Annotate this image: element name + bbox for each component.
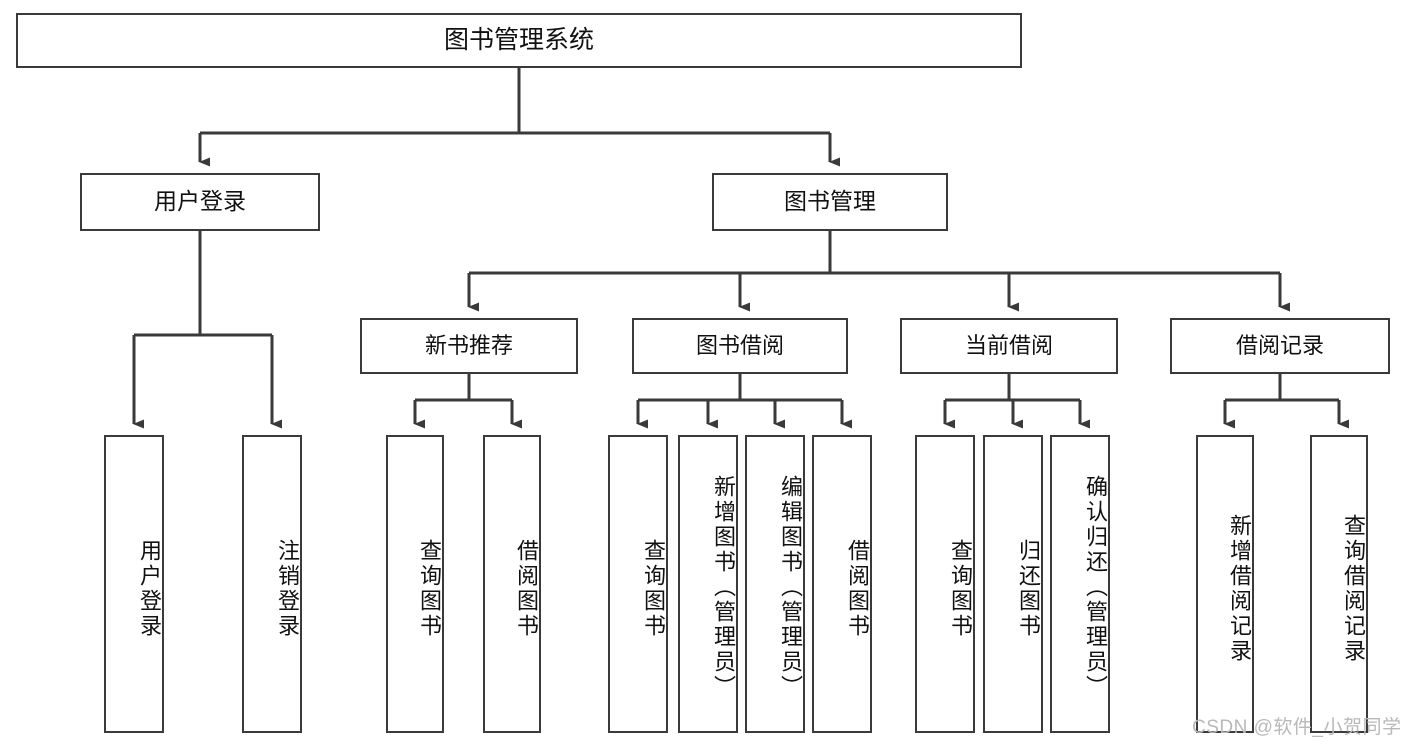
node-label: 图书借阅: [695, 333, 784, 359]
node-label: 归还图书: [1016, 539, 1041, 639]
node-label: 查询图书: [948, 539, 973, 639]
node-leaf-query-book-recommend[interactable]: 查询图书: [386, 435, 444, 733]
node-new-book-recommend[interactable]: 新书推荐: [360, 318, 578, 374]
node-label: 注销登录: [275, 539, 300, 639]
node-label: 查询图书: [641, 539, 666, 639]
node-label: 编辑图书（管理员）: [778, 474, 803, 700]
node-label: 新书推荐: [424, 333, 513, 359]
node-current-borrow[interactable]: 当前借阅: [900, 318, 1118, 374]
node-leaf-user-login[interactable]: 用户登录: [104, 435, 164, 733]
node-leaf-logout-login[interactable]: 注销登录: [242, 435, 302, 733]
node-book-borrow[interactable]: 图书借阅: [632, 318, 848, 374]
node-leaf-add-book-admin[interactable]: 新增图书（管理员）: [678, 435, 738, 733]
node-book-management[interactable]: 图书管理: [712, 173, 948, 231]
node-leaf-confirm-return-admin[interactable]: 确认归还（管理员）: [1050, 435, 1110, 733]
node-label: 查询图书: [417, 539, 442, 639]
node-leaf-borrow-book[interactable]: 借阅图书: [812, 435, 872, 733]
node-leaf-query-book-borrow[interactable]: 查询图书: [608, 435, 668, 733]
node-leaf-borrow-book-recommend[interactable]: 借阅图书: [483, 435, 541, 733]
node-label: 当前借阅: [964, 333, 1053, 359]
node-leaf-return-book[interactable]: 归还图书: [983, 435, 1043, 733]
node-label: 用户登录: [154, 188, 246, 215]
node-user-login[interactable]: 用户登录: [80, 173, 320, 231]
node-leaf-edit-book-admin[interactable]: 编辑图书（管理员）: [745, 435, 805, 733]
node-label: 新增图书（管理员）: [711, 474, 736, 700]
node-leaf-query-book-current[interactable]: 查询图书: [915, 435, 975, 733]
node-label: 确认归还（管理员）: [1083, 474, 1108, 700]
node-label: 借阅记录: [1235, 333, 1324, 359]
node-label: 图书管理系统: [443, 25, 594, 54]
node-leaf-add-borrow-record[interactable]: 新增借阅记录: [1196, 435, 1254, 733]
node-label: 查询借阅记录: [1341, 514, 1366, 664]
node-label: 图书管理: [784, 188, 876, 215]
node-label: 借阅图书: [845, 539, 870, 639]
node-borrow-record[interactable]: 借阅记录: [1170, 318, 1390, 374]
node-leaf-query-borrow-record[interactable]: 查询借阅记录: [1310, 435, 1368, 733]
node-label: 用户登录: [137, 539, 162, 639]
node-label: 借阅图书: [514, 539, 539, 639]
node-label: 新增借阅记录: [1227, 514, 1252, 664]
node-root-book-management-system[interactable]: 图书管理系统: [16, 13, 1022, 68]
